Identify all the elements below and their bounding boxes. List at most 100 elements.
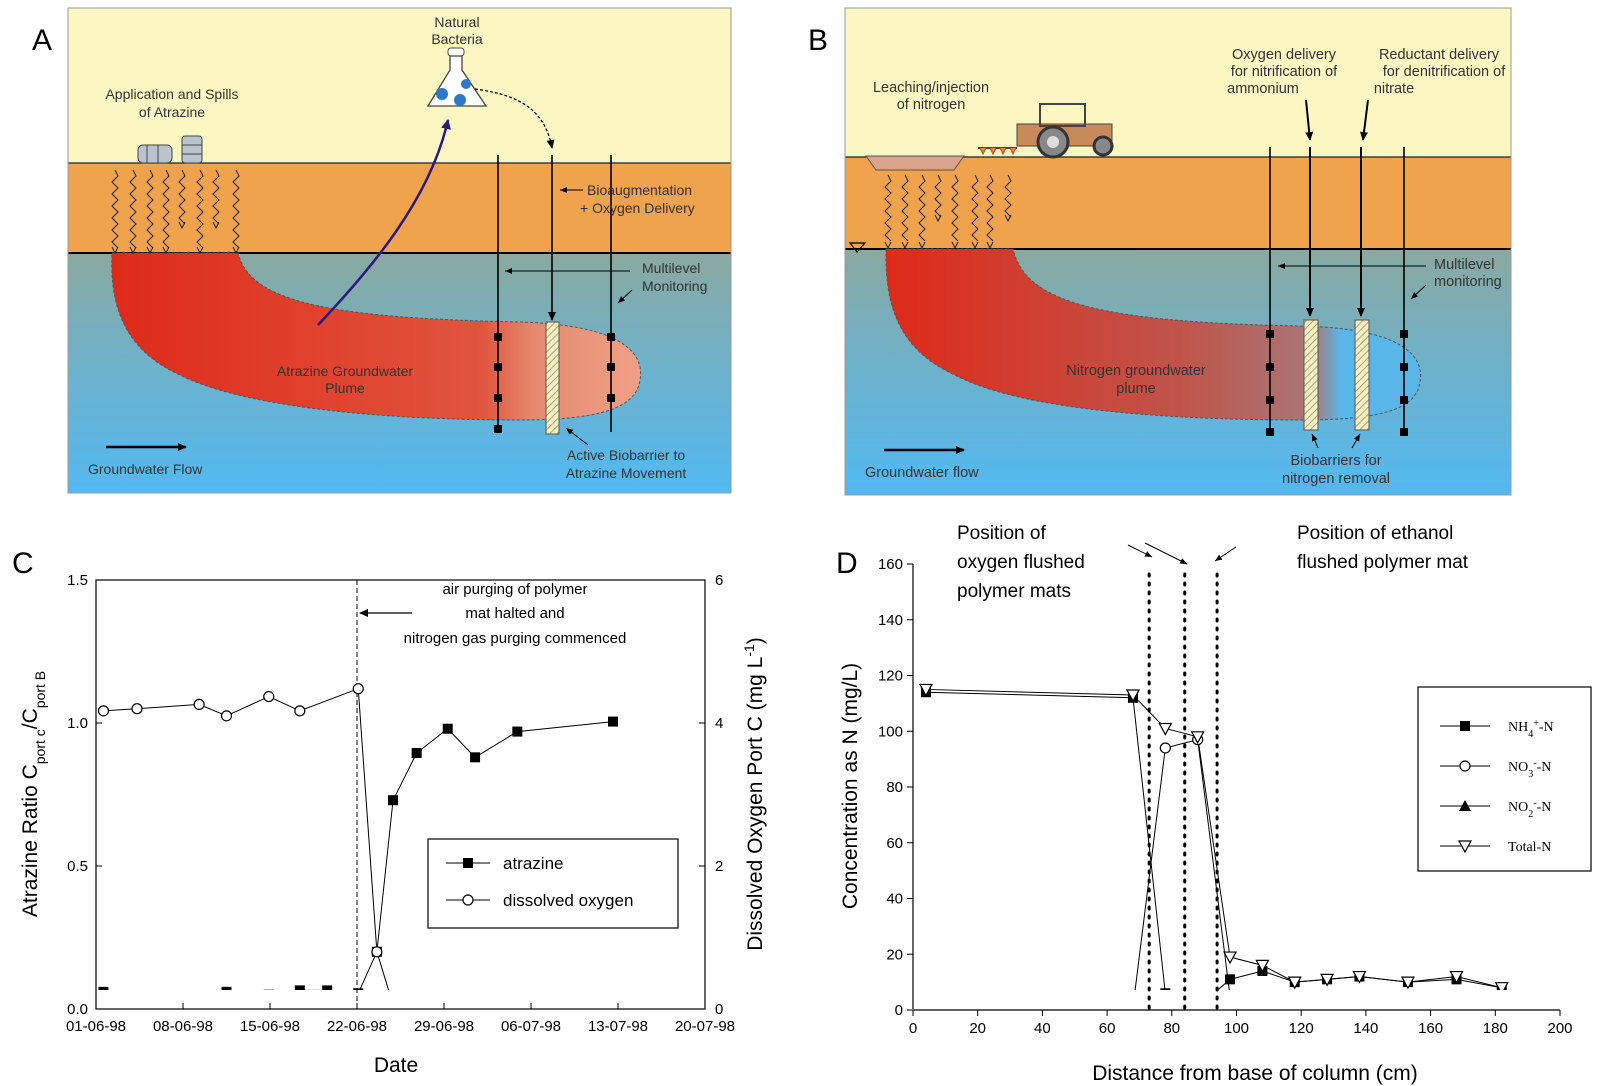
x-tick-label: 08-06-98	[153, 1018, 213, 1035]
legend-marker-atrazine	[463, 858, 473, 868]
legend-marker	[1459, 760, 1471, 772]
legend-marker	[1460, 721, 1470, 731]
label-reductant-delivery-2: for denitrification of	[1383, 64, 1506, 80]
data-point	[1320, 973, 1335, 987]
y-tick-label: 140	[878, 612, 903, 629]
y-tick-label: 0	[895, 1002, 903, 1019]
annotation-right-1: Position of ethanol	[1297, 523, 1453, 544]
label-bioaugmentation-2: + Oxygen Delivery	[580, 200, 695, 216]
label-monitoring-2: Monitoring	[642, 278, 707, 294]
y2-tick-label: 0	[715, 1001, 723, 1018]
annotation-arrow-3	[1214, 546, 1237, 562]
y-axis-label-c: Atrazine Ratio Cport c/Cport B	[19, 671, 48, 917]
label-biobarrier: Active Biobarrier to	[567, 447, 685, 463]
series-c	[97, 683, 619, 990]
y-tick-label: 1.0	[67, 715, 88, 732]
y2-tick-label: 2	[715, 858, 723, 875]
sky-layer	[68, 8, 731, 163]
y-tick-label: 0.5	[67, 858, 88, 875]
label-oxygen-delivery: Oxygen delivery	[1232, 47, 1337, 63]
y-tick-label: 20	[886, 946, 903, 963]
trough-icon	[865, 155, 965, 171]
legend-label: Total-N	[1508, 840, 1551, 855]
data-point	[193, 698, 205, 711]
biobarrier-reductant	[1354, 319, 1370, 431]
legend-c: atrazine dissolved oxygen	[427, 838, 679, 929]
x-tick-label: 13-07-98	[588, 1018, 648, 1035]
x-tick-label: 160	[1418, 1020, 1443, 1037]
x-tick-label: 120	[1289, 1020, 1314, 1037]
data-point	[470, 752, 481, 763]
data-point	[322, 985, 333, 990]
x-tick-label: 200	[1547, 1020, 1572, 1037]
sky-layer	[845, 8, 1511, 157]
data-point	[608, 716, 619, 727]
label-leaching: Leaching/injection	[873, 80, 989, 96]
label-monitoring: Multilevel	[642, 260, 700, 276]
x-tick-label: 0	[909, 1020, 917, 1037]
annotation-arrow-1	[1127, 544, 1153, 558]
bacteria-extraction-arrow	[317, 119, 451, 326]
soil-layer	[68, 163, 731, 253]
biobarrier-oxygen	[1303, 319, 1319, 431]
atrazine-plume	[111, 252, 642, 421]
data-point	[921, 1002, 931, 1012]
soil-layer	[845, 157, 1511, 249]
data-point	[352, 683, 364, 695]
label-monitoring-2: monitoring	[1434, 274, 1502, 290]
label-reductant-delivery-3: nitrate	[1374, 81, 1414, 97]
label-application: Application and Spills	[105, 86, 238, 102]
data-point	[1223, 951, 1238, 965]
x-tick-label: 180	[1483, 1020, 1508, 1037]
x-tick-label: 29-06-98	[414, 1018, 474, 1035]
label-leaching-2: of nitrogen	[897, 97, 966, 113]
annotation-line-3: nitrogen gas purging commenced	[404, 630, 627, 647]
y-tick-label: 0.0	[67, 1001, 88, 1018]
biobarrier	[545, 321, 560, 435]
y-tick-label: 1.5	[67, 572, 88, 589]
legend-marker-oxygen	[462, 894, 474, 906]
label-plume-2: plume	[1116, 381, 1156, 397]
annotation-left-2: oxygen flushed	[957, 552, 1085, 573]
data-point	[1287, 976, 1302, 990]
data-point	[1158, 722, 1173, 736]
polymer-mat-lines	[1147, 572, 1219, 1012]
x-tick-label: 20	[969, 1020, 986, 1037]
series-line-3	[925, 688, 1502, 989]
y-axis-label-d: Concentration as N (mg/L)	[839, 663, 862, 909]
annotation-line-2: mat halted and	[465, 605, 564, 622]
legend-marker	[1457, 840, 1473, 854]
data-point	[1255, 959, 1270, 973]
data-point	[1225, 991, 1235, 1001]
x-tick-label: 60	[1099, 1020, 1116, 1037]
infiltration-lines	[111, 169, 240, 255]
data-point	[353, 988, 364, 990]
label-biobarriers-2: nitrogen removal	[1282, 471, 1390, 487]
y2-axis-label-c: Dissolved Oxygen Port C (mg L-1)	[741, 637, 767, 951]
x-tick-label: 15-06-98	[240, 1018, 300, 1035]
data-point	[388, 795, 399, 806]
oxygen-delivery-well	[1303, 99, 1319, 431]
x-tick-label: 22-06-98	[327, 1018, 387, 1035]
data-point	[131, 703, 143, 715]
data-point	[442, 723, 453, 734]
data-point	[98, 986, 109, 990]
label-reductant-delivery: Reductant delivery	[1379, 47, 1500, 63]
series-d	[918, 683, 1509, 1012]
data-point	[1193, 1002, 1203, 1012]
x-tick-label: 40	[1034, 1020, 1051, 1037]
data-point	[1160, 988, 1171, 990]
annotation-left-3: polymer mats	[957, 581, 1071, 602]
legend-label-atrazine: atrazine	[503, 854, 563, 873]
data-point	[294, 705, 306, 717]
label-plume-2: Plume	[325, 380, 365, 396]
series-line-2	[926, 1002, 1502, 1010]
label-monitoring: Multilevel	[1434, 257, 1494, 273]
data-point	[411, 748, 422, 759]
diagram-b: B	[808, 7, 1512, 496]
legend-label-oxygen: dissolved oxygen	[503, 891, 633, 910]
data-point	[1125, 689, 1140, 703]
